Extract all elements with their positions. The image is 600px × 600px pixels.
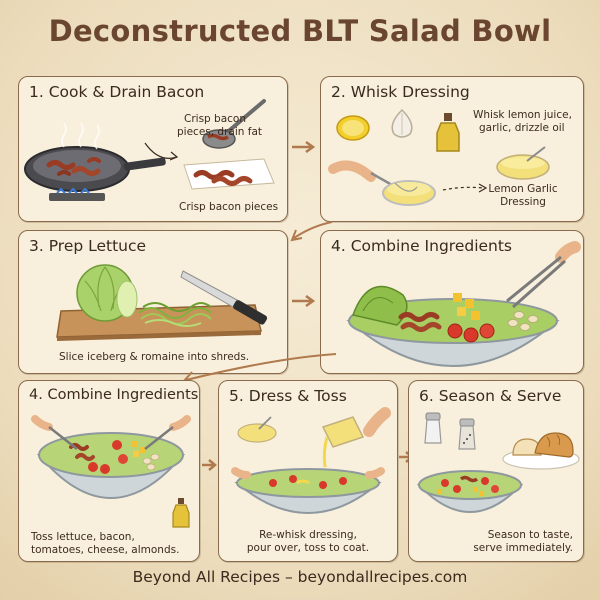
arrow-icon	[292, 140, 316, 154]
knife-icon	[180, 270, 268, 325]
step-2-caption-line-3: Lemon Garlic	[488, 183, 558, 195]
step-6-caption-line-2: serve immediately.	[473, 542, 573, 554]
step-4b-panel: 4. Combine Ingredients Toss lettuce, bac…	[18, 380, 200, 562]
bowl-icon	[31, 415, 191, 499]
step-5-caption-line-1: Re-whisk dressing,	[259, 529, 357, 541]
page-title: Deconstructed BLT Salad Bowl	[48, 14, 552, 48]
arrow-icon	[442, 183, 488, 193]
dressing-bowl-icon	[237, 416, 277, 443]
step-5-heading: 5. Dress & Toss	[229, 387, 347, 405]
oil-bottle-icon	[172, 498, 190, 528]
arrow-icon	[144, 142, 179, 161]
step-2-heading: 2. Whisk Dressing	[331, 83, 470, 101]
lemon-icon	[336, 115, 370, 141]
step-5-caption-line-2: pour over, toss to coat.	[246, 542, 370, 554]
bacon-icon	[183, 99, 275, 190]
step-1-caption-bottom: Crisp bacon pieces	[179, 201, 279, 213]
step-4-panel: 4. Combine Ingredients	[320, 230, 584, 374]
pan-icon	[24, 122, 166, 201]
salt-shaker-icon	[424, 412, 442, 444]
step-5-panel: 5. Dress & Toss Re-whisk dressing, pour …	[218, 380, 398, 562]
arrow-icon	[290, 221, 333, 242]
step-4b-heading: 4. Combine Ingredients	[29, 387, 199, 403]
garlic-icon	[391, 108, 413, 138]
step-2-caption-line-1: Whisk lemon juice,	[473, 109, 572, 121]
step-4-heading: 4. Combine Ingredients	[331, 237, 513, 255]
step-6-heading: 6. Season & Serve	[419, 387, 562, 405]
bowl-icon	[231, 467, 385, 514]
step-1-caption-line-2: pieces, drain fat	[177, 126, 262, 138]
bowl-icon	[416, 470, 524, 513]
step-3-caption: Slice iceberg & romaine into shreds.	[59, 351, 250, 363]
tongs-icon	[506, 241, 581, 309]
oil-bottle-icon	[436, 113, 460, 152]
step-1-caption-line-1: Crisp bacon	[184, 113, 246, 125]
step-1-heading: 1. Cook & Drain Bacon	[29, 83, 205, 101]
step-4b-caption-line-1: Toss lettuce, bacon,	[31, 531, 135, 543]
step-6-caption-line-1: Season to taste,	[487, 529, 573, 541]
step-3-panel: 3. Prep Lettuce Slice iceberg & romaine …	[18, 230, 288, 374]
dressing-bowl-icon	[496, 146, 550, 180]
bowl-icon	[346, 285, 560, 367]
footer-credit: Beyond All Recipes – beyondallrecipes.co…	[132, 568, 468, 586]
pouring-cup-icon	[321, 407, 391, 468]
bread-icon	[502, 432, 580, 470]
lettuce-icon	[76, 264, 138, 322]
arrow-icon	[292, 294, 316, 308]
step-1-panel: 1. Cook & Drain Bacon Cris	[18, 76, 288, 222]
step-2-panel: 2. Whisk Dressing Whisk	[320, 76, 584, 222]
whisk-icon	[328, 160, 436, 206]
step-6-panel: 6. Season & Serve Season to taste, serve	[408, 380, 584, 562]
step-4b-caption-line-2: tomatoes, cheese, almonds.	[31, 544, 180, 556]
step-3-heading: 3. Prep Lettuce	[29, 237, 147, 255]
shredded-lettuce-icon	[138, 302, 212, 327]
arrow-icon	[202, 459, 217, 471]
step-2-caption-line-2: garlic, drizzle oil	[479, 122, 565, 134]
pepper-shaker-icon	[458, 418, 476, 450]
step-2-caption-line-4: Dressing	[500, 196, 546, 208]
